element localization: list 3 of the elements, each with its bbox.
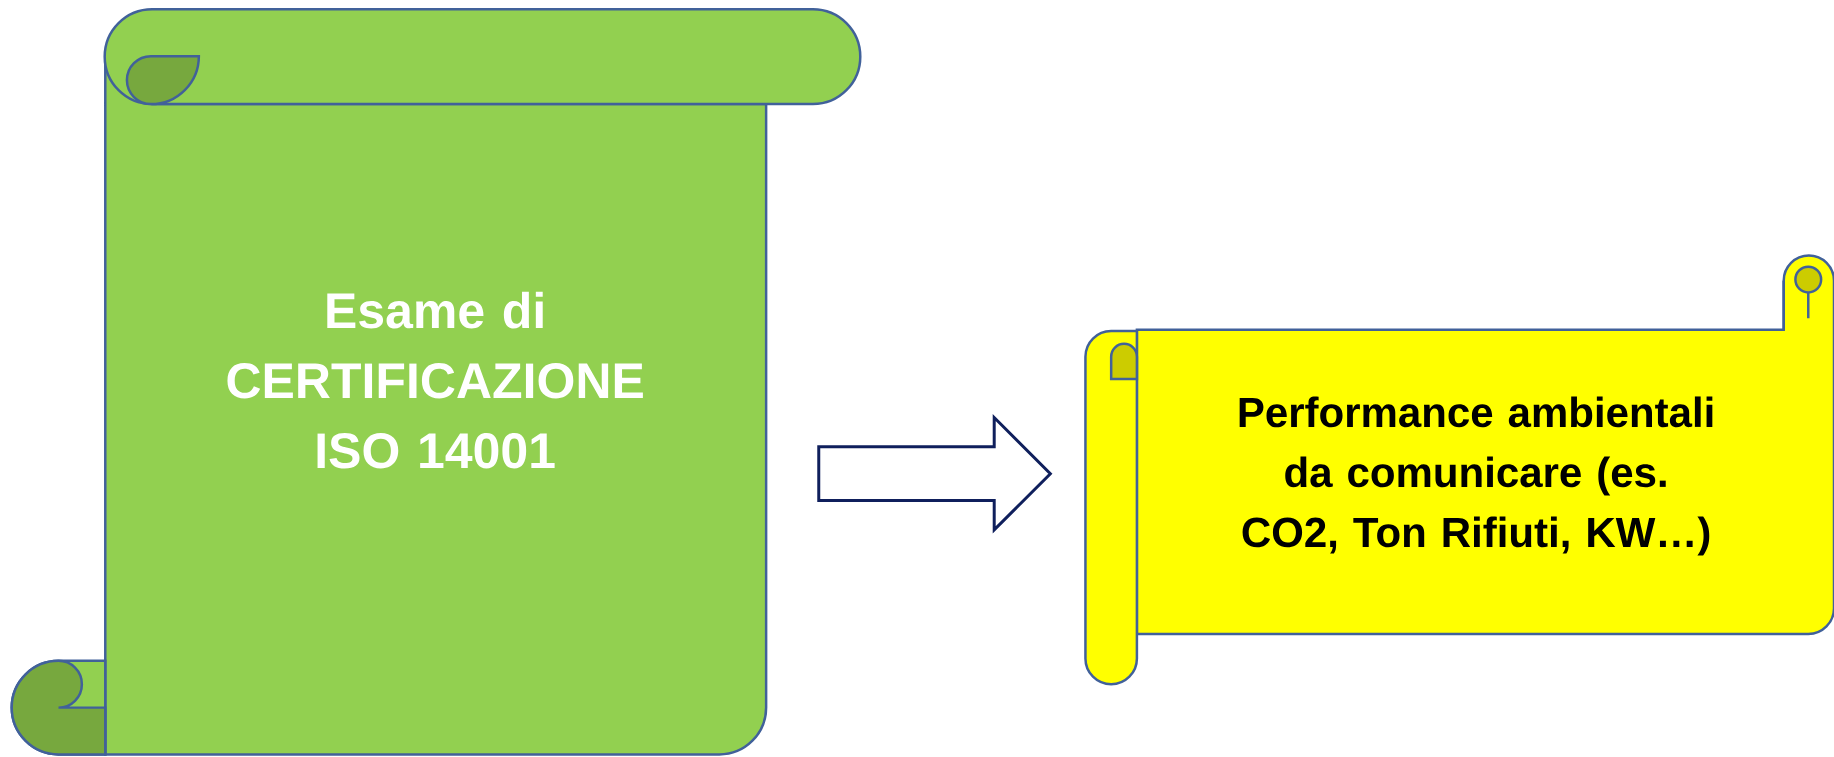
scroll-banner: Performance ambientali da comunicare (es. CO2, Ton Rifiuti, KW…)	[1084, 254, 1834, 686]
block-arrow	[817, 414, 1053, 534]
scroll-banner: Esame di CERTIFICAZIONE ISO 14001	[10, 8, 862, 756]
